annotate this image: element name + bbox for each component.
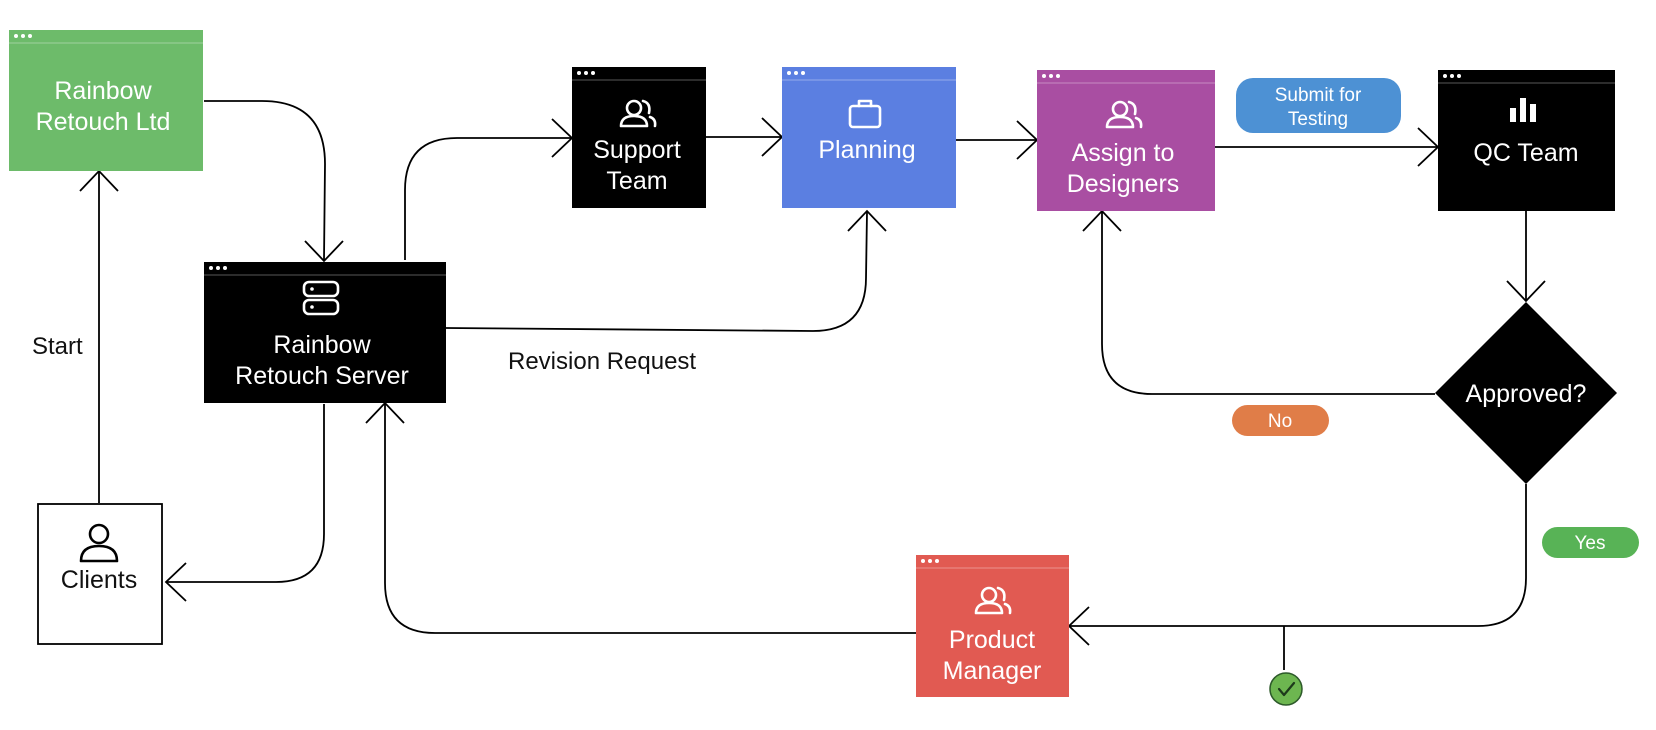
node-label-line2: Manager: [943, 657, 1042, 685]
node-label-line1: Support: [593, 136, 681, 164]
edge-server-to-planning-revision: [445, 211, 868, 332]
check-circle-icon: [1269, 672, 1303, 706]
node-support-team-box: [572, 67, 706, 208]
dots-icon: [1443, 74, 1461, 78]
bar-chart-icon: [1510, 98, 1536, 122]
node-qc-team[interactable]: QC Team: [1438, 70, 1615, 211]
pill-no-label: No: [1268, 411, 1292, 432]
node-product-manager-box: [916, 555, 1069, 697]
node-support-team[interactable]: Support Team: [572, 67, 706, 208]
node-label-line2: Retouch Ltd: [36, 108, 171, 136]
pill-yes: Yes: [1542, 527, 1639, 558]
node-assign-to-designers-box: [1037, 70, 1215, 211]
edge-approved-to-pm-yes: [1069, 484, 1527, 627]
node-label-line1: Rainbow: [273, 331, 371, 359]
dots-icon: [14, 34, 32, 38]
people-icon: [619, 99, 657, 128]
decision-diamond: [1435, 302, 1617, 484]
node-label-line2: Designers: [1067, 170, 1180, 198]
dots-icon: [1042, 74, 1060, 78]
node-qc-team-box: [1438, 70, 1615, 211]
edge-server-to-support: [404, 137, 571, 260]
node-label-line1: Product: [949, 626, 1035, 654]
node-label-line2: Team: [606, 167, 667, 195]
node-label-line1: Clients: [61, 566, 137, 594]
node-rainbow-retouch-server-box: [204, 262, 446, 403]
node-product-manager[interactable]: Product Manager: [916, 555, 1069, 697]
node-label-line1: Rainbow: [54, 77, 152, 105]
node-rainbow-retouch-server[interactable]: Rainbow Retouch Server: [204, 262, 446, 403]
briefcase-icon: [848, 99, 882, 129]
node-rainbow-retouch-ltd-box: [9, 30, 203, 171]
node-planning[interactable]: Planning: [782, 67, 956, 208]
edge-pm-to-server: [384, 404, 916, 634]
node-label-line1: Planning: [818, 136, 915, 164]
node-planning-box: [782, 67, 956, 208]
edge-server-to-clients-arrowhead: [164, 562, 187, 602]
pill-submit-line1: Submit for: [1275, 85, 1362, 106]
edge-server-to-planning-revision-arrowhead: [847, 209, 887, 232]
server-icon: [302, 280, 340, 316]
node-label-line1: Assign to: [1072, 139, 1175, 167]
people-icon: [1105, 100, 1143, 129]
node-label-line1: Approved?: [1466, 380, 1587, 408]
node-clients[interactable]: Clients: [37, 503, 163, 645]
node-label-line2: Retouch Server: [235, 362, 409, 390]
node-rainbow-retouch-ltd[interactable]: Rainbow Retouch Ltd: [9, 30, 203, 171]
edge-approved-to-assign-no: [1101, 212, 1435, 395]
edge-ltd-to-server-arrowhead: [304, 240, 344, 263]
edge-qc-to-approved-arrowhead: [1506, 280, 1546, 303]
node-approved-decision[interactable]: Approved?: [1435, 302, 1617, 484]
edges: [79, 100, 1546, 670]
dots-icon: [787, 71, 805, 75]
dots-icon: [209, 266, 227, 270]
pill-submit-for-testing: Submit for Testing: [1236, 78, 1401, 133]
dots-icon: [921, 559, 939, 563]
pill-yes-label: Yes: [1575, 533, 1606, 554]
node-label-line1: QC Team: [1473, 139, 1578, 167]
pill-submit-line2: Testing: [1288, 109, 1348, 130]
people-icon: [974, 586, 1012, 615]
person-icon: [79, 523, 119, 563]
node-clients-box: [37, 503, 163, 645]
edge-server-to-clients: [166, 404, 325, 583]
edge-label-revision-request: Revision Request: [508, 348, 696, 375]
dots-icon: [577, 71, 595, 75]
pill-no: No: [1232, 405, 1329, 436]
edge-label-start: Start: [32, 333, 83, 360]
edge-ltd-to-server: [204, 100, 326, 261]
node-assign-to-designers[interactable]: Assign to Designers: [1037, 70, 1215, 211]
